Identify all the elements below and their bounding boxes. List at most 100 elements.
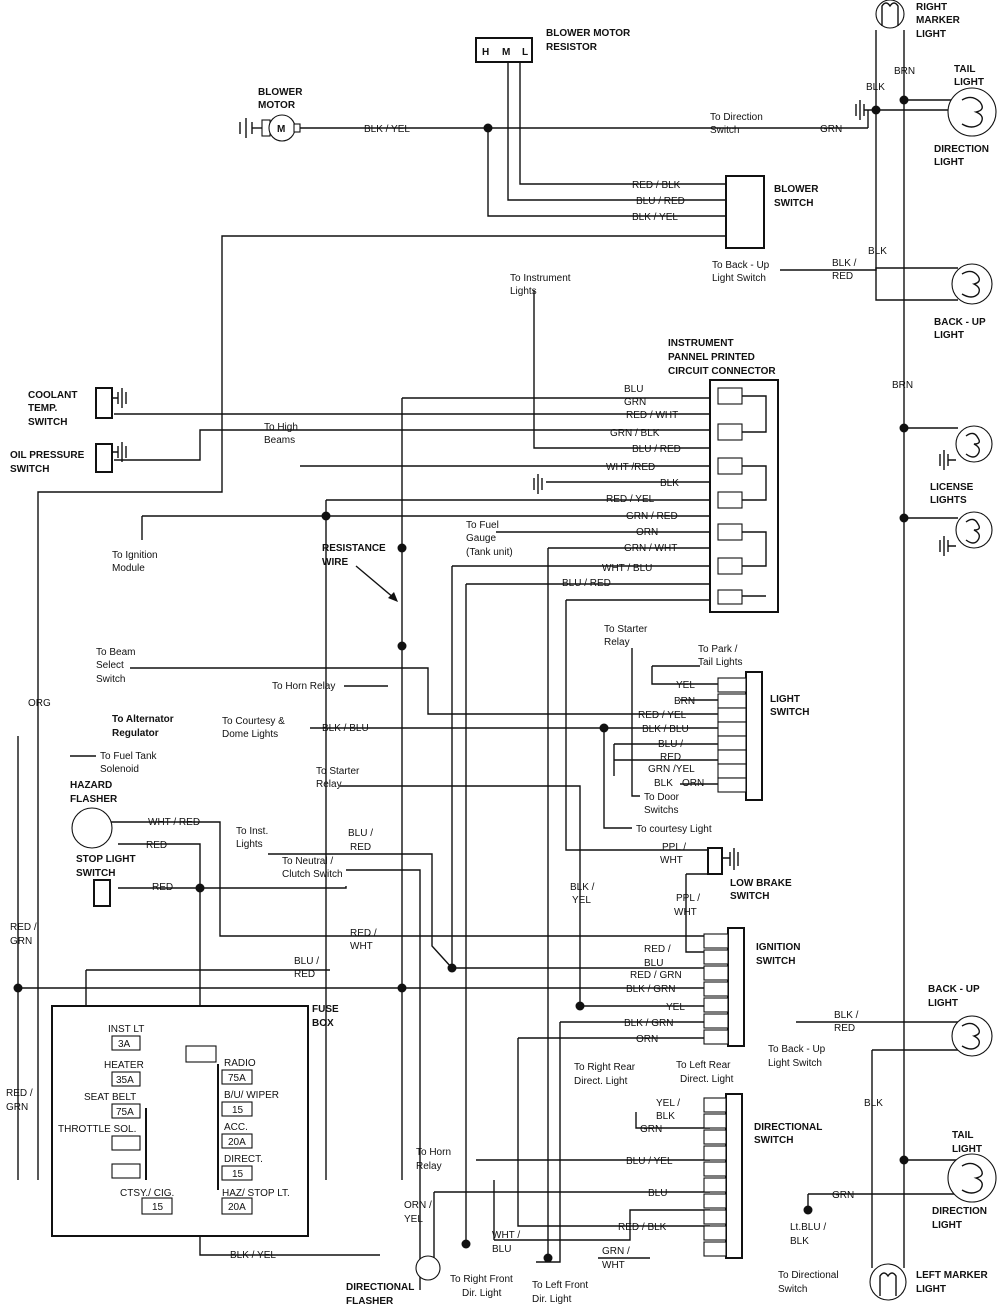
fuse-ctsy-cig-rating: 15 <box>152 1202 164 1213</box>
wire-hz-red: RED <box>146 840 167 851</box>
dest-horn-relay-bottom-2: Relay <box>416 1161 442 1172</box>
wire-ig-red-blu-1: RED / <box>644 944 671 955</box>
blower-motor-title-1: BLOWER <box>258 87 303 98</box>
wire-ls-blu: BLU / <box>658 739 683 750</box>
fuse-throttle-name: THROTTLE SOL. <box>58 1124 136 1135</box>
wire-blk-yel-v1: BLK / <box>570 882 595 893</box>
wire-wht-blu-2: BLU <box>492 1244 511 1255</box>
fuse-inst-lt-name: INST LT <box>108 1024 144 1035</box>
fuse-bu-wiper-rating: 15 <box>232 1105 244 1116</box>
ignition-switch-l1: IGNITION <box>756 942 800 953</box>
wire-ds-red-blk: RED / BLK <box>618 1222 667 1233</box>
wire-orn-yel-1: ORN / <box>404 1200 432 1211</box>
wire-ic-blu-red: BLU / RED <box>632 444 681 455</box>
wire-blu-red-mid-1: BLU / <box>294 956 319 967</box>
dest-direction-switch-2: Switch <box>710 125 739 136</box>
backup-light-bottom-l1: BACK - UP <box>928 984 980 995</box>
dest-right-rear-2: Direct. Light <box>574 1076 628 1087</box>
wire-bu-blk-red-2: RED <box>834 1023 855 1034</box>
ignition-switch-l2: SWITCH <box>756 956 795 967</box>
wire-red-grn-4: GRN <box>6 1102 28 1113</box>
resistor-title-1: BLOWER MOTOR <box>546 28 631 39</box>
resistor-title-2: RESISTOR <box>546 42 598 53</box>
wire-ds-grn-wht-2: WHT <box>602 1260 625 1271</box>
wire-ds-grn-wht-1: GRN / <box>602 1246 630 1257</box>
resistor-pin-h: H <box>482 47 489 58</box>
wire-ig-yel: YEL <box>666 1002 685 1013</box>
dest-ignition-module-1: To Ignition <box>112 550 158 561</box>
wire-ic-orn: ORN <box>636 527 658 538</box>
wire-blk-yel-v2: YEL <box>572 895 591 906</box>
ground-symbol <box>533 474 543 494</box>
oil-pressure-switch: OIL PRESSURE SWITCH <box>10 442 127 475</box>
dest-park-tail-2: Tail Lights <box>698 657 742 668</box>
motor-symbol: M <box>277 124 285 135</box>
dest-fuel-gauge-2: Gauge <box>466 533 496 544</box>
wire-red-wht-v2: WHT <box>350 941 373 952</box>
right-marker-light: RIGHT MARKER LIGHT <box>875 0 961 40</box>
dest-courtesy-dome-2: Dome Lights <box>222 729 278 740</box>
fuse-box-l1: FUSE <box>312 1004 339 1015</box>
hazard-flasher: HAZARD FLASHER <box>70 780 118 849</box>
hazard-flasher-l1: HAZARD <box>70 780 112 791</box>
coolant-switch-l3: SWITCH <box>28 417 67 428</box>
wire-blk-top: BLK <box>866 82 885 93</box>
directional-flasher: DIRECTIONAL FLASHER <box>346 1255 441 1307</box>
wire-ic-wht-blu: WHT / BLU <box>602 563 652 574</box>
wire-hz-wht-red: WHT / RED <box>148 817 200 828</box>
fuse-bu-wiper-name: B/U/ WIPER <box>224 1090 279 1101</box>
blower-switch-title-2: SWITCH <box>774 198 813 209</box>
wire-sl-red: RED <box>152 882 173 893</box>
wire-ppl-1: PPL / <box>662 842 686 853</box>
blower-motor-title-2: MOTOR <box>258 100 296 111</box>
fuse-seat-belt-name: SEAT BELT <box>84 1092 136 1103</box>
dest-alternator-2: Regulator <box>112 728 159 739</box>
backup-light-bottom: BACK - UP LIGHT <box>928 984 993 1057</box>
dest-left-rear-2: Direct. Light <box>680 1074 734 1085</box>
fuse-ctsy-cig-name: CTSY./ CIG. <box>120 1188 174 1199</box>
dest-directional-switch-2: Switch <box>778 1284 807 1295</box>
fuse-direct-name: DIRECT. <box>224 1154 263 1165</box>
wire-ic-red-wht: RED / WHT <box>626 410 678 421</box>
left-marker-light: LEFT MARKER LIGHT <box>869 1180 988 1301</box>
fuse-haz-stop-name: HAZ/ STOP LT. <box>222 1188 290 1199</box>
backup-light-top-l2: LIGHT <box>934 330 964 341</box>
wire-ltblu-blk-2: BLK <box>790 1236 809 1247</box>
wire-ig-orn: ORN <box>636 1034 658 1045</box>
dest-backup-bottom-2: Light Switch <box>768 1058 822 1069</box>
tail-direction-light-bottom: TAIL LIGHT DIRECTION LIGHT <box>932 1130 997 1231</box>
dest-courtesy-dome-1: To Courtesy & <box>222 716 285 727</box>
wire-blk-yel-motor: BLK / YEL <box>364 124 410 135</box>
dest-fuel-gauge-3: (Tank unit) <box>466 547 513 558</box>
directional-switch: DIRECTIONAL SWITCH <box>703 1093 822 1259</box>
dest-right-front-2: Dir. Light <box>462 1288 502 1299</box>
dest-courtesy-light: To courtesy Light <box>636 824 712 835</box>
coolant-switch-l1: COOLANT <box>28 390 77 401</box>
resistor-pin-l: L <box>522 47 528 58</box>
light-switch: LIGHT SWITCH <box>717 671 809 801</box>
fuse-radio-name: RADIO <box>224 1058 256 1069</box>
fuse-heater-name: HEATER <box>104 1060 144 1071</box>
wire-ltblu-blk-1: Lt.BLU / <box>790 1222 826 1233</box>
oil-switch-l2: SWITCH <box>10 464 49 475</box>
wires <box>17 30 958 1290</box>
dest-fuel-gauge-1: To Fuel <box>466 520 499 531</box>
stop-light-l1: STOP LIGHT <box>76 854 136 865</box>
hazard-flasher-l2: FLASHER <box>70 794 118 805</box>
dest-inst-lights-2: Lights <box>236 839 263 850</box>
fuse-direct-rating: 15 <box>232 1169 244 1180</box>
right-marker-l1: RIGHT <box>916 2 947 13</box>
fuse-acc-rating: 20A <box>228 1137 246 1148</box>
dest-right-rear-1: To Right Rear <box>574 1062 636 1073</box>
ignition-switch: IGNITION SWITCH <box>703 927 800 1047</box>
low-brake-switch: LOW BRAKE SWITCH <box>686 847 792 902</box>
backup-light-top-l1: BACK - UP <box>934 317 986 328</box>
coolant-switch-l2: TEMP. <box>28 403 57 414</box>
wire-red-wht-v1: RED / <box>350 928 377 939</box>
blower-switch: BLOWER SWITCH <box>725 175 819 249</box>
dest-left-front-1: To Left Front <box>532 1280 588 1291</box>
wire-ls-yel: YEL <box>676 680 695 691</box>
dest-starter-mid-1: To Starter <box>316 766 360 777</box>
wire-ic-grn-wht: GRN / WHT <box>624 543 677 554</box>
wire-ic-grn-red: GRN / RED <box>626 511 678 522</box>
